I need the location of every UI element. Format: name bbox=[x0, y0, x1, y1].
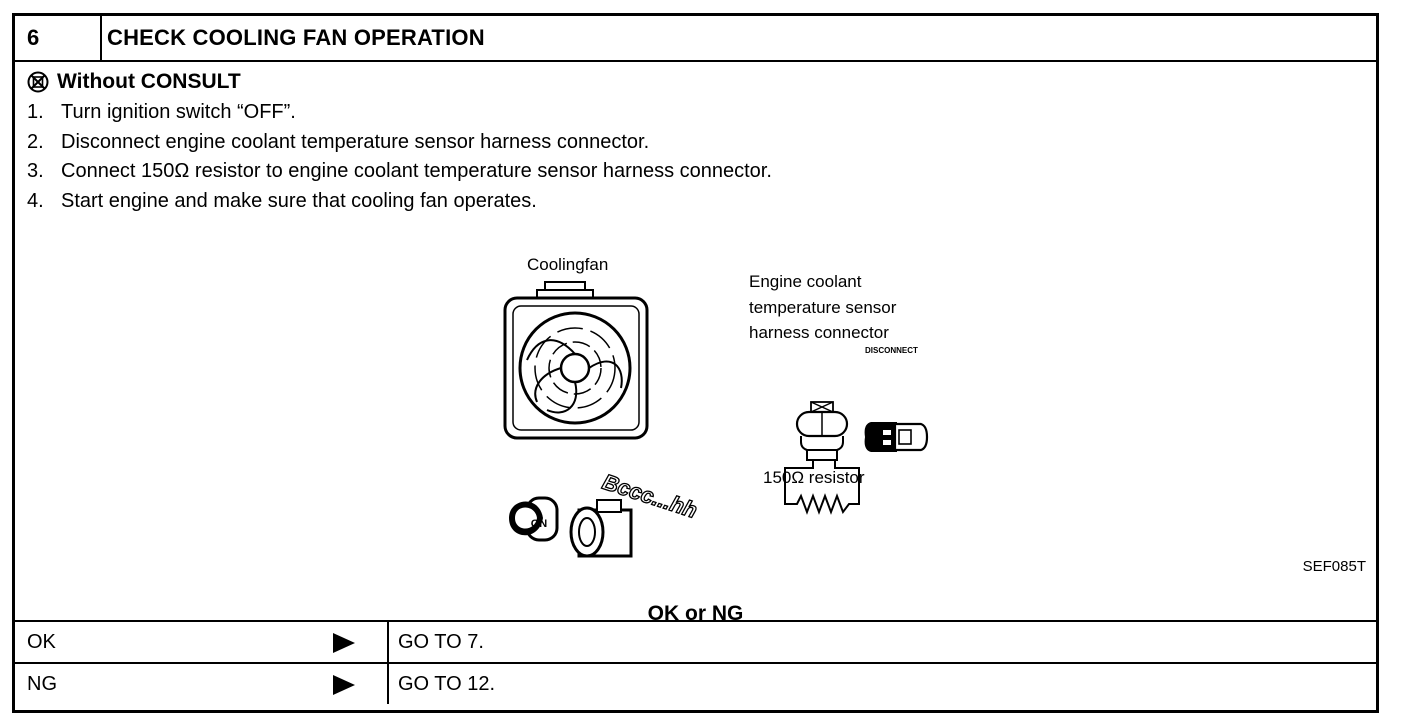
column-divider bbox=[387, 664, 389, 704]
step-item-text: Start engine and make sure that cooling … bbox=[61, 189, 537, 212]
procedure-body: Without CONSULT 1. Turn ignition switch “… bbox=[15, 62, 1376, 625]
arrow-right-icon bbox=[333, 675, 355, 695]
step-item: 2. Disconnect engine coolant temperature … bbox=[27, 128, 772, 158]
disconnected-connector-icon bbox=[864, 422, 929, 452]
sensor-label-line-2: temperature sensor bbox=[749, 298, 897, 317]
step-list: 1. Turn ignition switch “OFF”. 2. Disconne… bbox=[27, 98, 772, 216]
step-item-text: Connect 150Ω resistor to engine coolant … bbox=[61, 160, 772, 182]
ok-or-ng-prompt: OK or NG bbox=[647, 602, 744, 625]
result-label: NG bbox=[27, 673, 57, 695]
step-item: 4. Start engine and make sure that coolin… bbox=[27, 187, 772, 217]
procedure-table: 6 CHECK COOLING FAN OPERATION Without CO… bbox=[12, 13, 1379, 713]
step-item-number: 4. bbox=[27, 189, 44, 212]
step-number: 6 bbox=[15, 16, 102, 60]
column-divider bbox=[387, 622, 389, 662]
step-item-number: 2. bbox=[27, 130, 44, 153]
procedure-figure: Bccc...hh ON bbox=[485, 242, 955, 562]
figure-drawing: Bccc...hh ON bbox=[503, 281, 929, 558]
step-item-number: 3. bbox=[27, 160, 44, 182]
sensor-label-line-3: harness connector bbox=[749, 323, 889, 342]
disconnect-label: DISCONNECT bbox=[865, 346, 918, 355]
cooling-fan-label: Coolingfan bbox=[527, 255, 609, 274]
result-row-ok: OK GO TO 7. bbox=[15, 620, 1376, 662]
step-item: 3. Connect 150Ω resistor to engine coolan… bbox=[27, 157, 772, 187]
step-item-number: 1. bbox=[27, 101, 44, 123]
step-title: CHECK COOLING FAN OPERATION bbox=[107, 25, 485, 50]
sensor-label-line-1: Engine coolant bbox=[749, 272, 862, 291]
result-row-ng: NG GO TO 12. bbox=[15, 662, 1376, 704]
resistor-icon bbox=[784, 460, 860, 515]
step-item: 1. Turn ignition switch “OFF”. bbox=[27, 98, 772, 128]
result-label: OK bbox=[27, 631, 56, 653]
result-action: GO TO 7. bbox=[398, 631, 484, 653]
cooling-fan-icon bbox=[503, 281, 649, 440]
resistor-label: 150Ω resistor bbox=[763, 468, 865, 487]
ignition-key-icon bbox=[509, 496, 633, 558]
sensor-connector-icon bbox=[795, 401, 849, 461]
result-action: GO TO 12. bbox=[398, 673, 496, 695]
arrow-right-icon bbox=[333, 633, 355, 653]
mode-label: Without CONSULT bbox=[57, 70, 241, 93]
step-item-text: Disconnect engine coolant temperature se… bbox=[61, 130, 650, 153]
mode-heading: Without CONSULT bbox=[27, 70, 241, 94]
no-consult-icon bbox=[27, 71, 49, 93]
figure-code: SEF085T bbox=[1302, 558, 1366, 575]
ignition-on-label: ON bbox=[531, 518, 548, 530]
step-header: 6 CHECK COOLING FAN OPERATION bbox=[15, 16, 1376, 62]
step-item-text: Turn ignition switch “OFF”. bbox=[61, 101, 296, 123]
